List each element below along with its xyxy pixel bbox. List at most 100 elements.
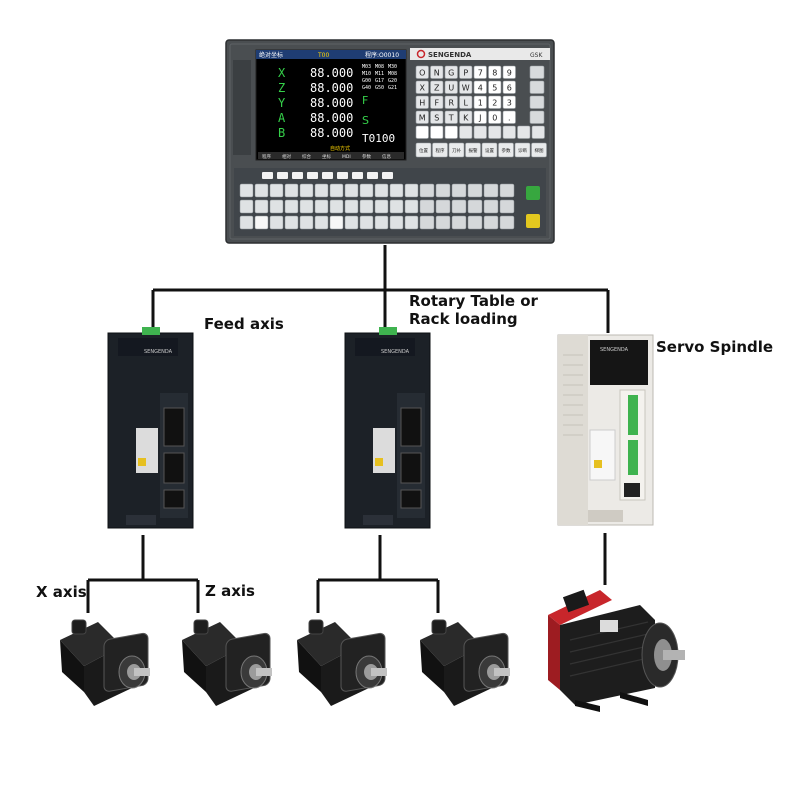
operation-key[interactable] — [389, 183, 404, 198]
screen-softkey[interactable]: 参数 — [362, 153, 371, 160]
operation-key[interactable] — [269, 199, 284, 214]
function-key[interactable]: 位置 — [415, 142, 432, 158]
operation-key[interactable] — [299, 199, 314, 214]
operation-key[interactable] — [254, 215, 269, 230]
operation-key[interactable] — [451, 199, 467, 214]
keypad-key[interactable]: L — [459, 95, 473, 109]
function-key[interactable]: 梯图 — [531, 142, 547, 158]
keypad-key[interactable]: 8 — [488, 65, 502, 79]
indicator-key[interactable] — [352, 172, 363, 179]
indicator-key[interactable] — [277, 172, 288, 179]
operation-key[interactable] — [359, 215, 374, 230]
operation-key[interactable] — [239, 215, 254, 230]
keypad-key[interactable]: 0 — [488, 110, 502, 124]
operation-key[interactable] — [389, 199, 404, 214]
keypad-key[interactable]: 5 — [488, 80, 502, 94]
operation-key[interactable] — [389, 215, 404, 230]
screen-softkey[interactable]: 综合 — [302, 153, 311, 160]
operation-key[interactable] — [344, 183, 359, 198]
operation-key[interactable] — [435, 215, 451, 230]
keypad-key[interactable]: H — [415, 95, 429, 109]
operation-key[interactable] — [404, 183, 419, 198]
keypad-key[interactable]: 4 — [473, 80, 487, 94]
operation-key[interactable] — [467, 215, 483, 230]
keypad-key[interactable]: F — [430, 95, 444, 109]
keypad-key[interactable]: 9 — [502, 65, 516, 79]
keypad-key[interactable]: T — [444, 110, 458, 124]
operation-key[interactable] — [499, 183, 515, 198]
keypad-function-key[interactable] — [529, 110, 545, 124]
keypad-edit-key[interactable] — [502, 125, 516, 139]
indicator-key[interactable] — [322, 172, 333, 179]
function-key[interactable]: 报警 — [465, 142, 481, 158]
operation-key[interactable] — [254, 183, 269, 198]
indicator-key[interactable] — [337, 172, 348, 179]
operation-key[interactable] — [299, 183, 314, 198]
screen-softkey[interactable]: 坐标 — [322, 153, 331, 160]
keypad-key[interactable]: G — [444, 65, 458, 79]
cycle-start-button[interactable] — [526, 186, 540, 200]
keypad-key[interactable]: K — [459, 110, 473, 124]
operation-key[interactable] — [419, 199, 435, 214]
operation-key[interactable] — [344, 199, 359, 214]
keypad-edit-key[interactable] — [517, 125, 531, 139]
operation-key[interactable] — [451, 215, 467, 230]
keypad-edit-key[interactable] — [473, 125, 487, 139]
keypad-function-key[interactable] — [529, 80, 545, 94]
operation-key[interactable] — [435, 199, 451, 214]
keypad-edit-key[interactable] — [415, 125, 429, 139]
operation-key[interactable] — [435, 183, 451, 198]
keypad-key[interactable]: O — [415, 65, 429, 79]
screen-softkey[interactable]: MDI — [342, 154, 351, 160]
keypad-key[interactable]: 2 — [488, 95, 502, 109]
indicator-key[interactable] — [382, 172, 393, 179]
operation-key[interactable] — [314, 215, 329, 230]
operation-key[interactable] — [314, 199, 329, 214]
operation-key[interactable] — [269, 215, 284, 230]
operation-key[interactable] — [404, 199, 419, 214]
operation-key[interactable] — [467, 183, 483, 198]
keypad-key[interactable]: N — [430, 65, 444, 79]
operation-key[interactable] — [419, 183, 435, 198]
keypad-key[interactable]: 6 — [502, 80, 516, 94]
operation-key[interactable] — [499, 199, 515, 214]
operation-key[interactable] — [374, 215, 389, 230]
operation-key[interactable] — [483, 215, 499, 230]
keypad-key[interactable]: M — [415, 110, 429, 124]
operation-key[interactable] — [329, 215, 344, 230]
keypad-function-key[interactable] — [529, 95, 545, 109]
operation-key[interactable] — [374, 183, 389, 198]
operation-key[interactable] — [483, 183, 499, 198]
operation-key[interactable] — [359, 183, 374, 198]
keypad-edit-key[interactable] — [444, 125, 458, 139]
keypad-key[interactable]: Z — [430, 80, 444, 94]
keypad-key[interactable]: X — [415, 80, 429, 94]
operation-key[interactable] — [404, 215, 419, 230]
keypad-edit-key[interactable] — [430, 125, 444, 139]
keypad-key[interactable]: 1 — [473, 95, 487, 109]
operation-key[interactable] — [239, 183, 254, 198]
operation-key[interactable] — [359, 199, 374, 214]
keypad-key[interactable]: P — [459, 65, 473, 79]
operation-key[interactable] — [483, 199, 499, 214]
operation-key[interactable] — [239, 199, 254, 214]
indicator-key[interactable] — [367, 172, 378, 179]
indicator-key[interactable] — [262, 172, 273, 179]
operation-key[interactable] — [299, 215, 314, 230]
operation-key[interactable] — [284, 199, 299, 214]
keypad-key[interactable]: 7 — [473, 65, 487, 79]
operation-key[interactable] — [499, 215, 515, 230]
keypad-key[interactable]: R — [444, 95, 458, 109]
operation-key[interactable] — [467, 199, 483, 214]
indicator-key[interactable] — [307, 172, 318, 179]
feed-hold-button[interactable] — [526, 214, 540, 228]
function-key[interactable]: 设置 — [481, 142, 498, 158]
function-key[interactable]: 诊断 — [514, 142, 531, 158]
keypad-key[interactable]: 3 — [502, 95, 516, 109]
operation-key[interactable] — [329, 183, 344, 198]
operation-key[interactable] — [254, 199, 269, 214]
operation-key[interactable] — [284, 183, 299, 198]
operation-key[interactable] — [344, 215, 359, 230]
screen-softkey[interactable]: 信息 — [382, 153, 391, 160]
keypad-key[interactable]: W — [459, 80, 473, 94]
